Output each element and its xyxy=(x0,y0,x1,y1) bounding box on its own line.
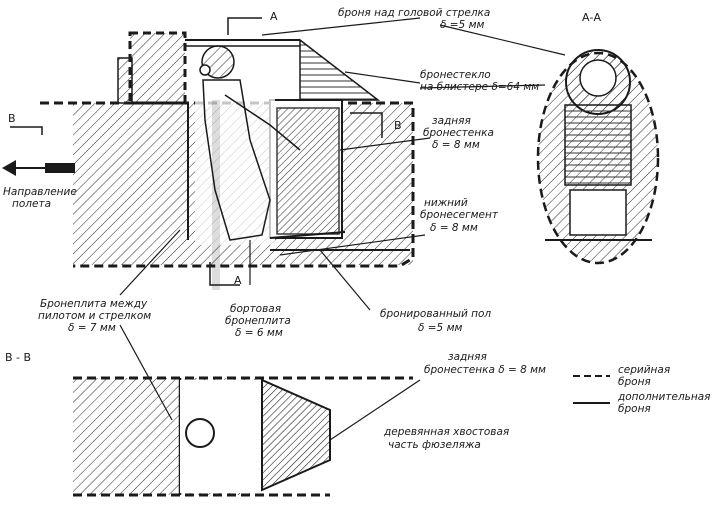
label-tail: деревянная хвостовая xyxy=(384,426,510,438)
label-lower-segment: нижний xyxy=(424,197,468,209)
marker-b-right-label: В xyxy=(394,119,402,132)
label-rear-wall-thickness: δ = 8 мм xyxy=(432,139,480,151)
gunner-body xyxy=(202,79,271,241)
label-lower-segment-thickness: δ = 8 мм xyxy=(430,222,478,234)
label-glass-thickness: на блистере δ=64 мм xyxy=(420,81,540,93)
gunner-head-plan xyxy=(185,418,215,448)
leader-lines xyxy=(119,17,566,421)
label-direction-2: полета xyxy=(12,198,52,210)
label-floor: бронированный пол xyxy=(380,308,492,320)
legend-extra-label-2: броня xyxy=(618,403,651,415)
label-direction: Направление xyxy=(3,186,77,198)
direction-arrow-head xyxy=(2,160,16,176)
gunner-torso-section xyxy=(564,104,632,186)
label-rear-wall-plan-2: бронестенка δ = 8 мм xyxy=(424,364,546,376)
label-lower-segment-2: бронесегмент xyxy=(420,209,499,221)
label-glass: бронестекло xyxy=(420,69,491,81)
section-markers xyxy=(2,17,383,286)
label-plate-between-2: пилотом и стрелком xyxy=(38,310,152,322)
fuselage-outline xyxy=(40,101,415,268)
marker-b-right xyxy=(350,112,383,138)
side-armor-plate xyxy=(212,100,220,290)
label-side-plate: бортовая xyxy=(230,303,282,315)
tail-arrow xyxy=(329,379,421,441)
section-aa-view xyxy=(536,49,660,265)
label-rear-wall-plan: задняя xyxy=(448,351,487,363)
canopy-block xyxy=(128,31,187,105)
label-side-plate-thickness: δ = 6 мм xyxy=(235,327,283,339)
label-side-plate-2: бронеплита xyxy=(225,315,291,327)
legend-serial-label-2: броня xyxy=(618,376,651,388)
blister-glass xyxy=(299,38,381,101)
marker-a-bottom-label: А xyxy=(234,274,242,287)
label-plate-between: Бронеплита между xyxy=(40,298,148,310)
legend-extra-label: дополнительная xyxy=(618,391,711,403)
label-rear-wall: задняя xyxy=(432,115,471,127)
floor-line xyxy=(269,231,346,239)
marker-b-left xyxy=(10,126,43,135)
label-head-armor: броня над головой стрелка xyxy=(338,7,491,19)
gunner-head-inner xyxy=(579,59,617,97)
legend xyxy=(573,375,610,404)
label-head-armor-thickness: δ =5 мм xyxy=(440,19,485,31)
section-bb-view xyxy=(73,376,421,497)
marker-b-left-label: В xyxy=(8,112,16,125)
fuselage-plan-outline xyxy=(73,376,413,497)
gunner-seat-area xyxy=(195,60,275,245)
label-tail-2: часть фюзеляжа xyxy=(388,439,481,451)
headphone-icon xyxy=(199,64,211,76)
label-rear-wall-2: бронестенка xyxy=(423,127,494,139)
section-aa-title: А-А xyxy=(582,11,602,24)
label-floor-thickness: δ =5 мм xyxy=(418,322,463,334)
marker-a-top-label: А xyxy=(270,10,278,23)
gunner-legs-section xyxy=(569,189,627,236)
marker-a-bottom xyxy=(209,262,240,286)
direction-arrow-bar xyxy=(45,163,75,173)
section-bb-title: В - В xyxy=(5,351,32,364)
side-view xyxy=(40,31,415,290)
gunner-arm xyxy=(224,94,301,151)
legend-serial-label: серийная xyxy=(618,364,671,376)
label-plate-between-thickness: δ = 7 мм xyxy=(68,322,116,334)
rear-wall-plan xyxy=(261,378,331,492)
rear-armor-wall xyxy=(276,107,340,235)
canopy-frame xyxy=(117,57,133,104)
marker-a-top xyxy=(227,17,262,35)
